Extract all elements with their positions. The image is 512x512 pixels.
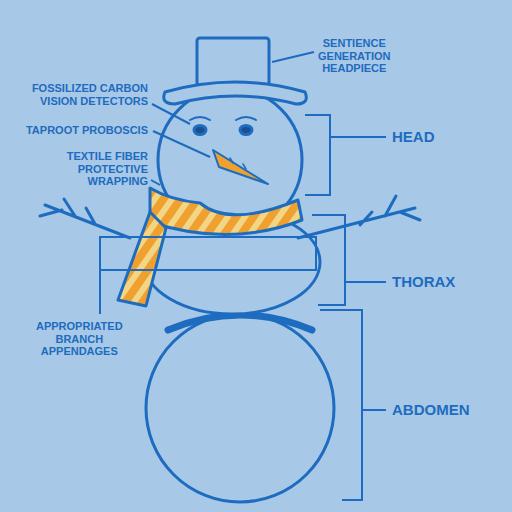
leader-frame <box>100 237 316 314</box>
scarf-tail <box>118 212 166 306</box>
carrot-ridges <box>230 158 246 169</box>
coal-eye <box>194 126 206 135</box>
head-bracket <box>305 115 386 195</box>
left-branch-arm <box>40 199 130 238</box>
hat-crown <box>197 38 269 88</box>
hat-brim <box>164 82 307 104</box>
coal-eye <box>240 126 252 135</box>
leader-line <box>151 180 160 185</box>
scarf-wrap <box>150 188 302 235</box>
part-label: APPROPRIATED BRANCH APPENDAGES <box>36 320 123 358</box>
carrot-nose <box>213 150 268 184</box>
part-label: FOSSILIZED CARBON VISION DETECTORS <box>13 82 148 107</box>
section-label: HEAD <box>392 128 435 145</box>
part-label: SENTIENCE GENERATION HEADPIECE <box>318 37 391 75</box>
eyebrows <box>190 117 256 120</box>
abdomen-bracket <box>320 310 386 500</box>
collar-band <box>168 315 312 330</box>
leader-line <box>153 131 210 157</box>
abdomen-ball <box>146 314 334 502</box>
right-branch-arm <box>298 196 420 238</box>
leader-line <box>152 104 190 124</box>
part-label: TEXTILE FIBER PROTECTIVE WRAPPING <box>53 150 148 188</box>
part-label: TAPROOT PROBOSCIS <box>3 124 148 137</box>
section-label: ABDOMEN <box>392 401 470 418</box>
section-label: THORAX <box>392 273 455 290</box>
thorax-bracket <box>312 215 386 305</box>
leader-line <box>272 52 314 62</box>
